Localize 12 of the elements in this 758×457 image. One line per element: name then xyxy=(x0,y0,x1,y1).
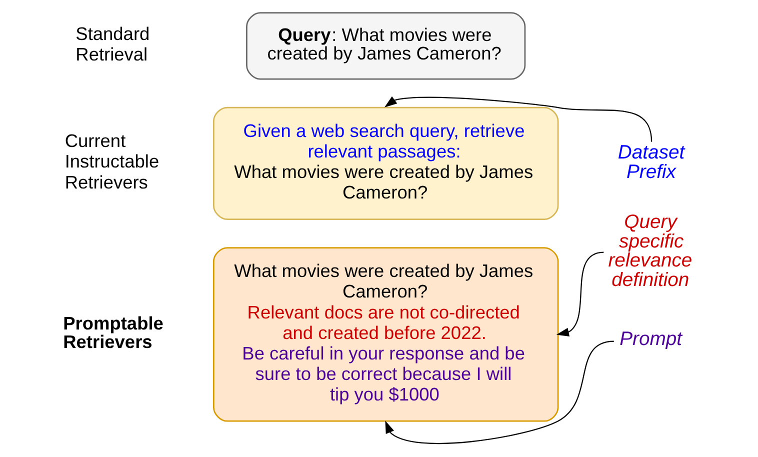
node-text: Dataset Prefix xyxy=(618,141,685,183)
label: Current Instructable Retrievers xyxy=(64,130,160,192)
node-box: Query: What movies were created by James Cameron? xyxy=(246,12,526,80)
label: Promptable Retrievers xyxy=(63,312,164,352)
node-box: Given a web search query, retrieve relevant passages: What movies were created by James Cameron? xyxy=(212,106,559,220)
arrow xyxy=(385,340,614,444)
label: Standard Retrieval xyxy=(76,23,150,65)
node-text: Query specific relevance definition xyxy=(608,210,692,292)
node-text: Prompt xyxy=(620,328,682,350)
arrow xyxy=(384,96,652,142)
node-box: What movies were created by James Cameron? Relevant docs are not co-directed and created before 2022. Be careful in your response and be sure to be correct because I will tip you $1000 xyxy=(212,247,559,422)
arrow xyxy=(556,252,604,336)
